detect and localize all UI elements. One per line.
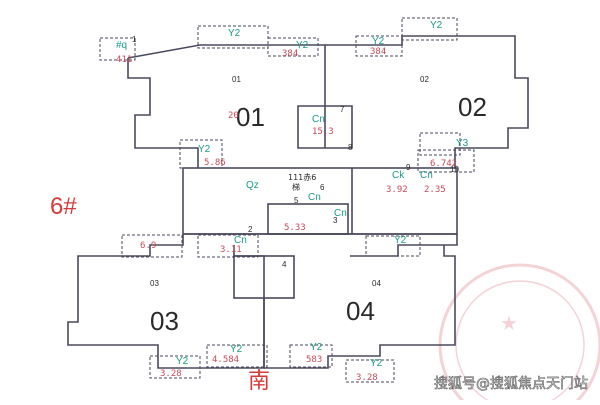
room-number-9: 9: [406, 163, 411, 172]
annot-y2-left-mid: Y2: [198, 144, 211, 155]
dim-value-11: 3.11: [220, 245, 242, 255]
annot-y2-bottom-2: Y2: [310, 342, 323, 353]
dim-value-4: 5.86: [204, 158, 226, 168]
annot-cn-right: Cn: [420, 170, 433, 181]
annot-y2-top-1: Y2: [228, 28, 241, 39]
annot-y2-bottom-4: Y2: [370, 358, 383, 369]
core-stair-sub: 梯: [292, 182, 300, 192]
dim-value-8: 3.92: [386, 185, 408, 195]
dim-value-1: 411: [116, 55, 132, 65]
annot-y2-top-4: Y2: [430, 20, 443, 31]
annot-cn-7: Cn: [312, 114, 325, 125]
annot-cn-lower: Cn: [234, 235, 247, 246]
lower-units-outline: [67, 234, 458, 369]
unit-03-large-label: 03: [150, 306, 179, 336]
building-label: 6#: [50, 193, 77, 220]
unit-03-small-label: 03: [150, 279, 159, 288]
dim-value-7: 6.742: [430, 159, 457, 169]
dim-value-16: 3.28: [356, 373, 378, 383]
annot-y3-right: Y3: [456, 138, 469, 149]
dim-value-5: 20: [228, 111, 239, 121]
annotation-boxes: [99, 17, 475, 383]
annot-cn-core: Cn: [308, 192, 321, 203]
room-number-3: 3: [333, 216, 338, 225]
room-number-6: 6: [320, 183, 325, 192]
unit-02-small-label: 02: [420, 75, 429, 84]
unit-02-large-label: 02: [458, 92, 487, 122]
watermark-text: 搜狐号@搜狐焦点天门站: [434, 376, 588, 392]
unit-01-large-label: 01: [236, 102, 265, 132]
room-number-10: 10: [450, 165, 459, 174]
dim-value-15: 3.28: [160, 369, 182, 379]
annot-y2-bottom-1: Y2: [230, 344, 243, 355]
dim-value-14: 583: [306, 355, 322, 365]
annot-y2-top-3: Y2: [372, 36, 385, 47]
annot-y2-lower-right: Y2: [394, 235, 407, 246]
core-stair-text: 111赤6: [288, 173, 316, 182]
dim-value-3: 384: [370, 47, 386, 57]
dim-value-9: 2.35: [424, 185, 446, 195]
annot-qz: Qz: [246, 180, 259, 191]
room-number-5: 5: [294, 196, 299, 205]
unit-01-small-label: 01: [232, 75, 241, 84]
annot-y2-top-2: Y2: [296, 40, 309, 51]
room-number-7: 7: [340, 105, 345, 114]
svg-text:★: ★: [500, 311, 518, 335]
dim-value-10: 6.9: [140, 241, 156, 251]
dim-value-2: 384: [282, 49, 298, 59]
unit-04-small-label: 04: [372, 279, 381, 288]
room-number-4: 4: [282, 260, 287, 269]
room-number-8: 8: [348, 143, 353, 152]
dim-value-6: 15.3: [312, 127, 334, 137]
dim-value-13: 4.584: [212, 355, 239, 365]
room-number-2: 2: [248, 225, 253, 234]
room-number-1: 1: [132, 35, 137, 44]
annot-y2-bottom-3: Y2: [176, 356, 189, 367]
annot-ck: Ck: [392, 170, 405, 181]
unit-04-large-label: 04: [346, 296, 375, 326]
annot-cn-core-2: Cn: [334, 208, 347, 219]
annot-q: #q: [116, 40, 127, 51]
south-label: 南: [248, 369, 270, 394]
dim-value-12: 5.33: [284, 223, 306, 233]
